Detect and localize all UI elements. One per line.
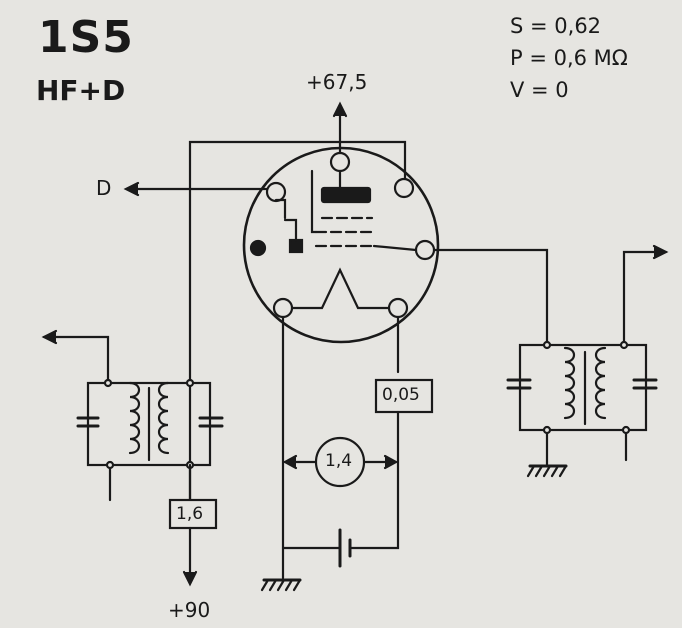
param-s: S = 0,62 xyxy=(510,14,602,38)
anode-resistor-value: 1,6 xyxy=(176,504,204,524)
filament-voltage-value: 1,4 xyxy=(325,451,353,471)
right-tank-circuit xyxy=(506,244,669,478)
tube-dot xyxy=(249,239,267,257)
tube-subtitle: HF+D xyxy=(36,74,126,107)
screen-supply-label: +67,5 xyxy=(306,70,368,94)
heater-resistor xyxy=(374,378,434,414)
tube-anode xyxy=(320,186,372,204)
left-tank-circuit xyxy=(41,329,224,502)
filament xyxy=(290,267,391,310)
pin-lower-left xyxy=(272,297,294,319)
diode-output-label: D xyxy=(96,176,112,200)
param-p: P = 0,6 MΩ xyxy=(510,46,628,70)
filament-voltage-circle xyxy=(314,436,366,488)
param-v: V = 0 xyxy=(510,78,569,102)
pin-top xyxy=(329,151,351,173)
diode-anode xyxy=(288,238,304,254)
pin-upper-right xyxy=(393,177,415,199)
pin-upper-left xyxy=(265,181,287,203)
pin-right xyxy=(414,239,436,261)
tube-title: 1S5 xyxy=(38,12,134,63)
heater-resistor-value: 0,05 xyxy=(382,385,420,405)
pin-lower-right xyxy=(387,297,409,319)
anode-supply-label: +90 xyxy=(168,598,211,622)
anode-resistor xyxy=(168,498,218,530)
